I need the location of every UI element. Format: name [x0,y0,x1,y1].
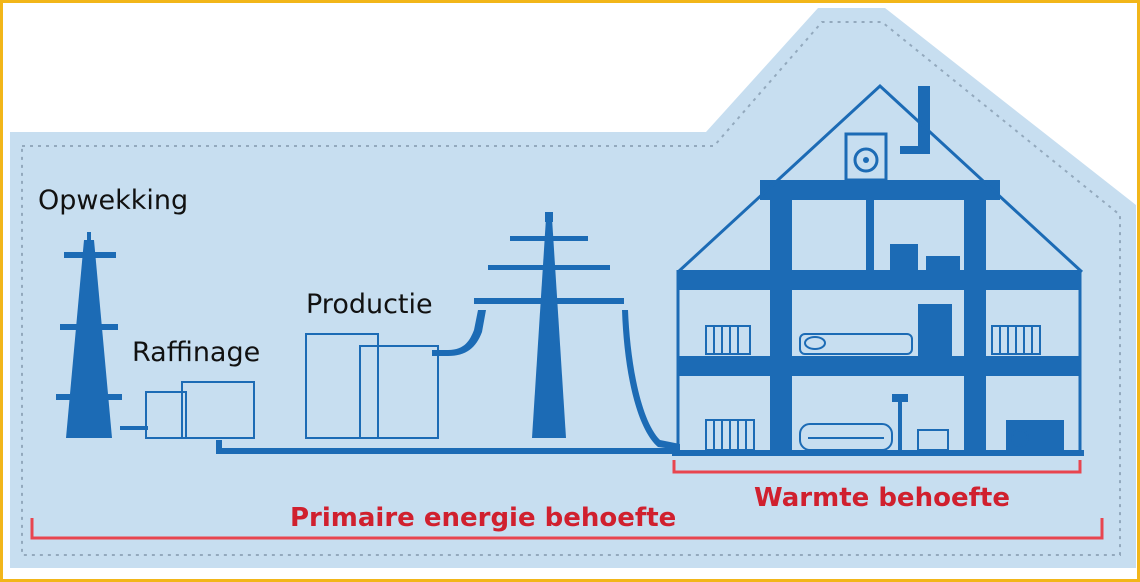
heat-demand-label: Warmte behoefte [754,483,1010,513]
pipe-production [432,310,486,356]
primary-energy-bracket [30,518,1104,540]
primary-energy-demand-label: Primaire energie behoefte [290,503,677,533]
heat-pump-icon [844,132,888,182]
radiator-icon [991,325,1041,355]
house-outline [676,83,1084,452]
generation-label: Opwekking [38,185,189,216]
refinery-tank-small [145,391,187,439]
radiator-icon [705,419,755,451]
table-icon [917,429,949,451]
radiator-icon [705,325,751,355]
pylon-icon [474,212,624,438]
background-panel [10,8,1136,568]
pipe-generation [120,426,148,430]
pipe-to-house [622,310,680,450]
production-block-left [305,333,379,439]
oil-derrick-icon [56,232,122,438]
refinery-tank-large [181,381,255,439]
bed-icon [799,333,913,355]
heat-demand-bracket [672,460,1082,474]
main-pipe [216,440,680,454]
sofa-icon [799,423,893,451]
production-block-right [359,345,439,439]
production-label: Productie [306,289,433,320]
refining-label: Raffinage [132,337,261,368]
washing-machine-icon [1011,429,1029,447]
house-icon [672,86,1084,456]
